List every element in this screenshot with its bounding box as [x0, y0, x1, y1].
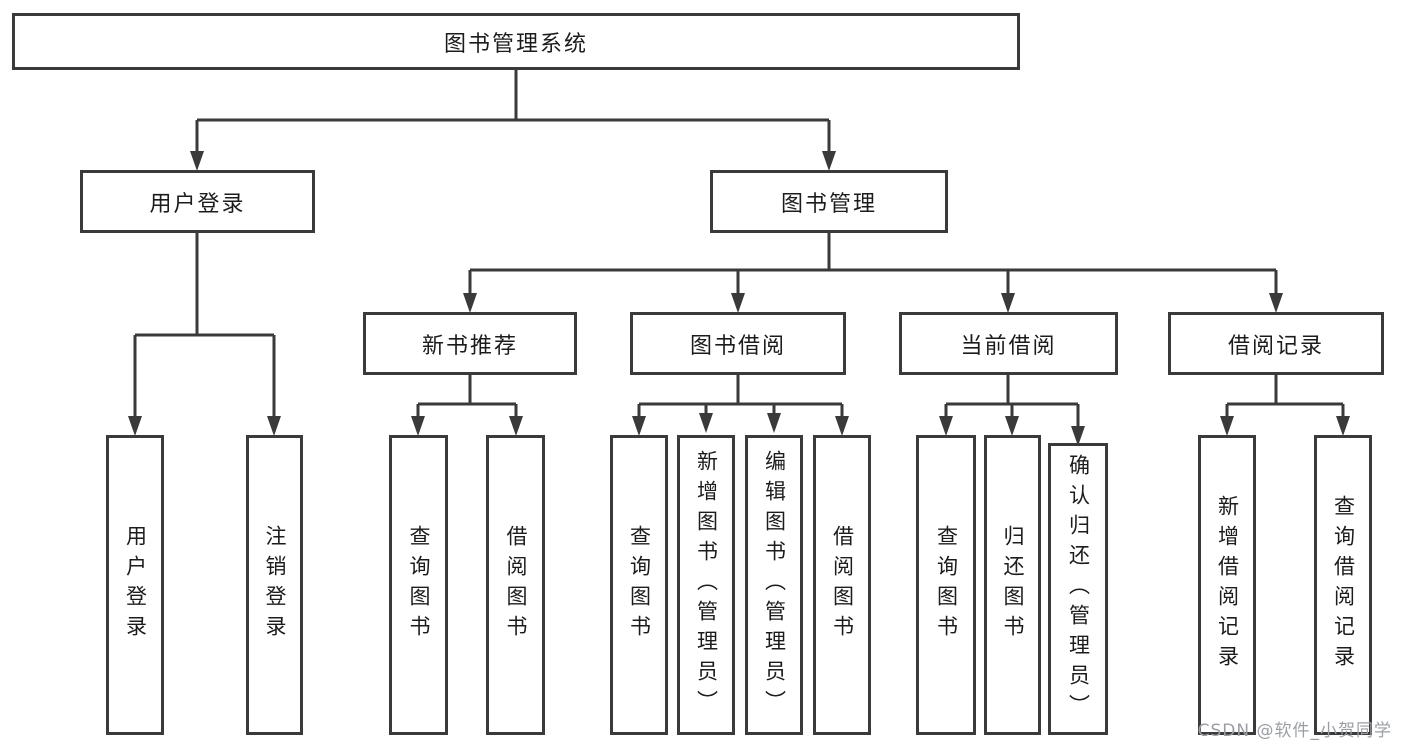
node-label: 查询借阅记录	[1331, 495, 1356, 675]
leaf-confirm-return-admin: 确认归还（管理员）	[1048, 443, 1108, 735]
leaf-user-login: 用户登录	[106, 435, 164, 735]
node-label: 借阅图书	[830, 525, 855, 645]
node-library-system-root: 图书管理系统	[12, 13, 1020, 70]
node-label: 注销登录	[263, 525, 287, 645]
node-label: 新增图书（管理员）	[694, 450, 719, 720]
node-label: 图书管理系统	[443, 31, 588, 57]
leaf-query-books-borrowing: 查询图书	[610, 435, 668, 735]
node-label: 用户登录	[149, 191, 246, 217]
node-user-login-group: 用户登录	[80, 170, 315, 233]
node-label: 借阅图书	[504, 525, 528, 645]
node-label: 查询图书	[407, 525, 431, 645]
node-book-borrowing: 图书借阅	[630, 312, 846, 375]
node-book-management: 图书管理	[710, 170, 948, 233]
node-label: 编辑图书（管理员）	[762, 450, 787, 720]
leaf-logout: 注销登录	[246, 435, 303, 735]
node-label: 确认归还（管理员）	[1066, 454, 1091, 724]
node-new-book-recommend: 新书推荐	[363, 312, 577, 375]
node-borrow-records: 借阅记录	[1168, 312, 1384, 375]
node-label: 新书推荐	[421, 333, 518, 359]
leaf-edit-book-admin: 编辑图书（管理员）	[745, 435, 803, 735]
node-label: 用户登录	[123, 525, 148, 645]
leaf-add-borrow-record: 新增借阅记录	[1198, 435, 1256, 735]
leaf-query-books-current: 查询图书	[916, 435, 976, 735]
leaf-query-borrow-record: 查询借阅记录	[1314, 435, 1372, 735]
leaf-query-books-recommend: 查询图书	[389, 435, 448, 735]
node-label: 查询图书	[627, 525, 652, 645]
node-label: 图书借阅	[689, 333, 786, 359]
arrowhead-down-icons	[128, 151, 1350, 446]
node-label: 图书管理	[780, 191, 877, 217]
node-label: 归还图书	[1001, 525, 1025, 645]
node-label: 新增借阅记录	[1215, 495, 1240, 675]
csdn-watermark: CSDN @软件_小贺同学	[1197, 721, 1392, 741]
leaf-add-book-admin: 新增图书（管理员）	[677, 435, 735, 735]
node-label: 查询图书	[934, 525, 959, 645]
node-label: 当前借阅	[960, 333, 1057, 359]
node-current-borrowing: 当前借阅	[899, 312, 1118, 375]
node-label: 借阅记录	[1227, 333, 1324, 359]
leaf-borrow-books-borrowing: 借阅图书	[813, 435, 871, 735]
leaf-borrow-books-recommend: 借阅图书	[486, 435, 545, 735]
leaf-return-book: 归还图书	[984, 435, 1041, 735]
